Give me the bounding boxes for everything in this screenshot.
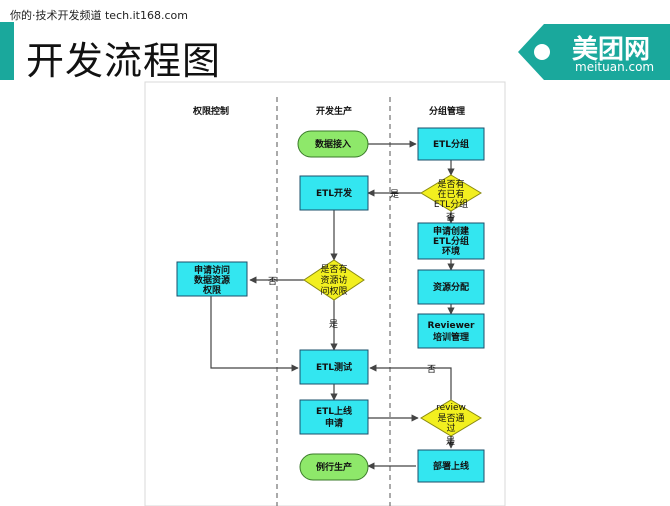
node-exists-group (420, 174, 482, 212)
node-has-access (303, 259, 365, 301)
page-title: 开发流程图 (26, 39, 222, 83)
logo-badge (518, 24, 670, 80)
node-exists-group-line1: 是否有 (437, 178, 464, 190)
node-data-access (297, 130, 369, 158)
node-deploy (417, 449, 485, 483)
edge-apply-to-test (210, 296, 299, 372)
node-review-pass-line3: 过 (446, 422, 455, 434)
node-reviewer (417, 313, 485, 349)
lane-header-dev: 开发生产 (316, 105, 352, 117)
lane-header-permission: 权限控制 (192, 105, 229, 117)
edge-label-yes: 是 (390, 189, 399, 200)
node-deploy-label: 部署上线 (433, 460, 469, 472)
node-etl-online-line2: 申请 (325, 417, 343, 429)
node-routine (299, 453, 369, 481)
node-apply-create-line2: ETL分组 (433, 235, 469, 247)
node-etl-online-line1: ETL上线 (316, 405, 352, 417)
node-routine-label: 例行生产 (316, 461, 352, 473)
node-exists-group-line3: ETL分组 (434, 198, 468, 210)
edge-label-no: 否 (427, 364, 436, 375)
node-has-access-line2: 资源访 (320, 275, 347, 286)
logo-name: 美团网 (572, 35, 651, 65)
edge-label-yes: 是 (329, 319, 338, 330)
node-exists-group-line2: 在已有 (437, 188, 464, 200)
node-has-access-line1: 是否有 (320, 263, 347, 275)
node-apply-access-line2: 数据资源 (194, 274, 230, 286)
edge-label-no: 否 (446, 212, 455, 223)
node-review-pass (420, 399, 482, 437)
title-accent-bar (0, 22, 14, 80)
node-etl-group-label: ETL分组 (433, 138, 469, 150)
edge-label-no: 否 (268, 276, 277, 287)
node-reviewer-line2: 培训管理 (433, 331, 469, 343)
node-apply-access-line1: 申请访问 (194, 264, 230, 276)
node-apply-create-line3: 环境 (442, 245, 460, 257)
node-etl-group (417, 127, 485, 161)
watermark-text: 你的·技术开发频道 tech.it168.com (10, 9, 188, 22)
node-apply-create-line1: 申请创建 (433, 225, 470, 237)
node-data-access-label: 数据接入 (315, 138, 351, 150)
node-apply-access-line3: 权限 (202, 284, 222, 296)
node-etl-dev-label: ETL开发 (316, 187, 353, 199)
node-etl-test (299, 349, 369, 385)
node-review-pass-line1: review (436, 403, 466, 413)
lane-header-group: 分组管理 (429, 105, 465, 117)
logo-url: meituan.com (575, 60, 655, 74)
node-etl-dev (299, 175, 369, 211)
node-reviewer-line1: Reviewer (428, 321, 476, 331)
node-review-pass-line2: 是否通 (437, 413, 464, 424)
node-etl-online (299, 399, 369, 435)
edge-review-no-to-test (369, 364, 452, 400)
node-has-access-line3: 问权限 (320, 285, 347, 297)
node-resource-alloc (417, 269, 485, 305)
node-etl-test-label: ETL测试 (316, 361, 352, 373)
node-apply-access (176, 261, 248, 297)
edge-label-yes: 是 (446, 436, 455, 447)
node-resource-alloc-label: 资源分配 (433, 281, 469, 293)
node-apply-create (417, 222, 485, 260)
